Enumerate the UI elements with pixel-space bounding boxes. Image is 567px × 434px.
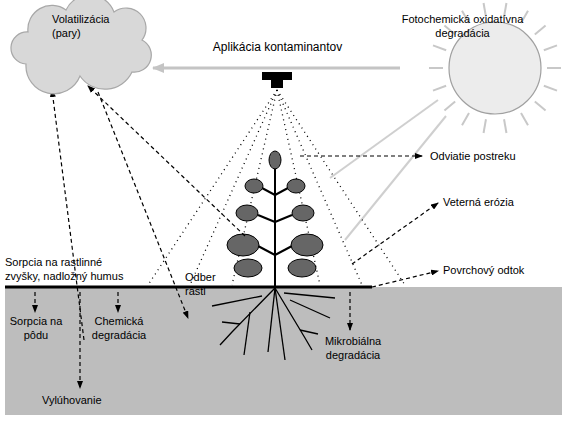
spray-cone (148, 90, 405, 285)
sun-ray (504, 119, 506, 133)
plant-root (220, 288, 275, 345)
sun-circle: Fotochemická oxidatívna degradácia (400, 0, 567, 135)
sun-ray (330, 100, 446, 240)
process-label: Povrchový odtok (443, 263, 563, 277)
vapor-cloud: Volatilizácia (pary) (8, 0, 153, 85)
sun-ray (535, 26, 546, 35)
sun-ray (535, 101, 546, 110)
process-label: Chemická degradácia (83, 314, 155, 342)
spray-cone (148, 90, 277, 285)
node-text: Volatilizácia (pary) (52, 12, 134, 40)
sun-ray (544, 86, 557, 91)
sun-ray (544, 45, 557, 50)
process-label: Veterná erózia (443, 195, 563, 209)
plant-leaf (245, 179, 263, 193)
sprayer-nozzle (271, 80, 283, 88)
plant-leaf (269, 151, 281, 169)
spray-cone (190, 90, 277, 285)
plant-leaf (292, 205, 314, 221)
soil (5, 287, 562, 415)
plant-stem (258, 215, 275, 222)
flow-arrow (153, 67, 400, 70)
process-arrow (117, 292, 118, 312)
sun-ray (433, 45, 446, 50)
sun-ray (345, 116, 446, 240)
plant-root (222, 322, 240, 324)
process-label: Aplikácia kontaminantov (180, 40, 375, 54)
plant-root (212, 288, 335, 360)
vapor-cloud-outline (8, 0, 153, 85)
sprayer-nozzle (262, 72, 292, 80)
plant-root (212, 296, 262, 306)
cloud-shape (11, 0, 151, 94)
plant-leaf (291, 234, 323, 256)
process-arrow (349, 292, 350, 330)
plant-stem (258, 165, 292, 287)
plant-root (275, 288, 285, 360)
process-label: Mikrobiálna degradácia (315, 334, 391, 362)
process-label: Sorpcia na pôdu (8, 314, 64, 342)
plant-root (275, 288, 312, 350)
process-arrow (79, 292, 80, 388)
process-arrow (52, 90, 84, 340)
sun-ray (429, 67, 443, 69)
plant-stem (275, 188, 288, 195)
process-label: Odviatie postreku (430, 149, 560, 163)
spray-cone (277, 90, 320, 285)
process-label: Odber rastl (185, 270, 223, 298)
plant-root (290, 300, 330, 318)
sun-ray (433, 86, 446, 91)
process-arrow (300, 155, 422, 156)
node-text: Fotochemická oxidatívna degradácia (400, 12, 525, 40)
plant-leaf (234, 259, 262, 277)
plant-leaf (227, 234, 259, 256)
plant-root (268, 288, 275, 352)
sun-ray (521, 113, 528, 125)
plant-stem (262, 188, 275, 195)
plant-root (284, 293, 335, 298)
sprayer-nozzle (262, 72, 292, 88)
plant-stem (274, 165, 276, 287)
process-arrow (88, 86, 245, 236)
plant-stem (275, 246, 292, 255)
process-arrow (98, 92, 188, 318)
soil (5, 287, 562, 415)
plant-stem (275, 215, 292, 222)
plant-leaf (236, 205, 258, 221)
process-arrow (35, 86, 438, 388)
sun-ray (547, 67, 561, 69)
plant-leaf (287, 179, 305, 193)
process-arrow (372, 271, 438, 287)
plant-root (300, 330, 318, 334)
spray-cone (277, 90, 405, 285)
sun-ray (484, 119, 486, 133)
process-arrow (34, 292, 35, 312)
sun-ray (444, 101, 455, 110)
plant-root (244, 312, 250, 355)
sun-ray (462, 113, 469, 125)
plant-leaf (288, 259, 316, 277)
process-label: Vylúhovanie (42, 393, 132, 407)
process-arrow (352, 203, 438, 264)
plant-stem (258, 246, 275, 255)
sun-ray (330, 100, 438, 178)
plant-leaf (227, 151, 323, 277)
process-label: Sorpcia na rastlinné zvyšky, nadložný hu… (5, 255, 135, 283)
spray-cone (277, 90, 362, 285)
